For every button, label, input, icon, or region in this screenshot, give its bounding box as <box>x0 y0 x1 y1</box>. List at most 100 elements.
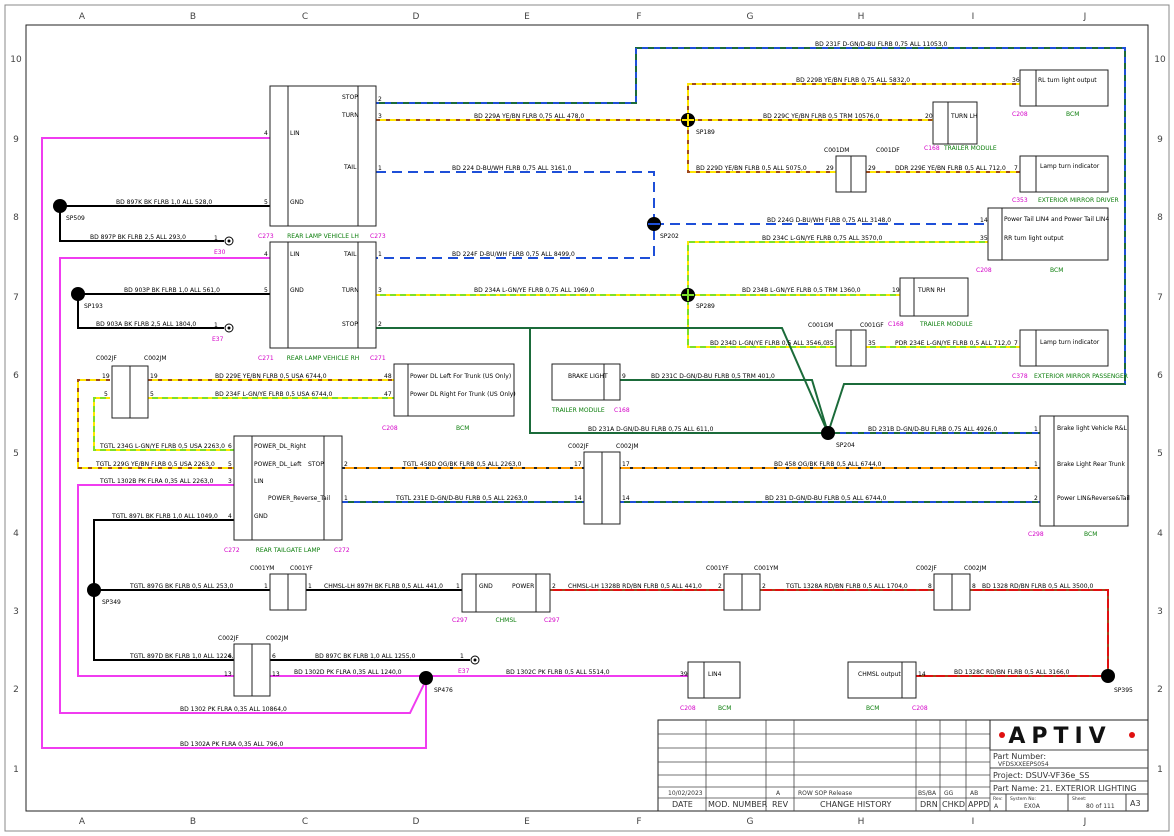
component-name: CHMSL <box>495 617 517 624</box>
connector-id: C001GF <box>860 322 884 329</box>
wire-label: BD 458 OG/BK FLRB 0,5 ALL 6744,0 <box>774 461 882 468</box>
module-pin-label: LIN4 <box>708 671 722 678</box>
svg-text:1: 1 <box>214 322 218 329</box>
connector-id: C168 <box>614 407 630 414</box>
grid-col-label: E <box>524 12 530 22</box>
wire-231f-drop <box>827 383 1125 434</box>
module-name: BCM <box>1084 531 1097 538</box>
exterior-mirror-driver: Lamp turn indicator 7 C353 EXTERIOR MIRR… <box>1012 155 1119 204</box>
wire-229d-stripe <box>687 120 836 173</box>
splice-id: SP289 <box>696 303 715 310</box>
pin-label: TURN <box>341 287 359 294</box>
svg-text:2: 2 <box>344 461 348 468</box>
trailer-turn-rh: TURN RH 19 C168 TRAILER MODULE <box>888 277 973 328</box>
grid-col-label: I <box>972 817 975 827</box>
module-pin-label: Brake light Vehicle R&L <box>1057 425 1128 432</box>
connector-id: C298 <box>1028 531 1044 538</box>
ground-id: E37 <box>212 336 224 343</box>
svg-text:4: 4 <box>228 513 232 520</box>
connector-id: C271 <box>370 355 386 362</box>
rev-drn: BS/BA <box>918 790 937 797</box>
wire-label: BD 903P BK FLRB 1,0 ALL 561,0 <box>124 287 220 294</box>
connector-id: C168 <box>924 145 940 152</box>
svg-text:2: 2 <box>762 583 766 590</box>
connector-id: C002JF <box>568 443 589 450</box>
grid-row-label: 8 <box>1157 213 1163 223</box>
pin-label: STOP <box>308 461 324 468</box>
svg-text:13: 13 <box>224 671 232 678</box>
grid-col-label: J <box>1083 12 1087 22</box>
grid-columns-bottom: A B C D E F G H I J <box>79 817 1086 827</box>
wire-label: BD 1328 RD/BN FLRB 0,5 ALL 3500,0 <box>982 583 1093 590</box>
pin-label: TURN <box>341 112 359 119</box>
pin-label: POWER <box>512 583 534 590</box>
grid-col-label: D <box>413 817 420 827</box>
bcm-power-tail: Power Tail LIN4 and Power Tail LIN4 RR t… <box>976 207 1109 274</box>
svg-text:8: 8 <box>972 583 976 590</box>
module-name: BCM <box>1066 111 1079 118</box>
grid-row-label: 2 <box>1157 685 1163 695</box>
wire-label: BD 229E YE/BN FLRB 0,5 USA 6744,0 <box>215 373 327 380</box>
grid-row-label: 4 <box>13 529 19 539</box>
rev-value: A <box>776 790 781 797</box>
connector-id: C002JF <box>96 355 117 362</box>
svg-text:36: 36 <box>1012 77 1020 84</box>
wire-label: BD 1302A PK FLRA 0,35 ALL 796,0 <box>180 741 283 748</box>
header-drn: DRN <box>920 800 938 809</box>
splice-id: SP395 <box>1114 687 1133 694</box>
grid-row-label: 3 <box>13 607 19 617</box>
module-name: TRAILER MODULE <box>551 407 605 414</box>
svg-text:20: 20 <box>925 113 933 120</box>
grid-col-label: G <box>747 12 754 22</box>
wire-label: TGTL 458D OG/BK FLRB 0,5 ALL 2263,0 <box>402 461 522 468</box>
svg-text:6: 6 <box>272 653 276 660</box>
grid-row-label: 10 <box>1154 55 1166 65</box>
grid-row-label: 6 <box>13 371 19 381</box>
svg-text:14: 14 <box>918 671 926 678</box>
connector-id: C002JM <box>616 443 639 450</box>
module-name: BCM <box>456 425 469 432</box>
wires <box>41 47 1126 749</box>
grid-row-label: 9 <box>13 135 19 145</box>
module-name: TRAILER MODULE <box>943 145 997 152</box>
pin-label: STOP <box>342 94 358 101</box>
connector-id: C001DF <box>876 147 900 154</box>
splice-dot <box>53 199 67 213</box>
svg-text:1: 1 <box>460 653 464 660</box>
wire-label: BD 234F L-GN/YE FLRB 0,5 USA 6744,0 <box>215 391 333 398</box>
connector-id: C001YM <box>754 565 778 572</box>
wire-234c-stripe <box>687 241 988 295</box>
connector-id: C378 <box>1012 373 1028 380</box>
svg-text:47: 47 <box>384 391 392 398</box>
grid-col-label: E <box>524 817 530 827</box>
connector-id: C208 <box>1012 111 1028 118</box>
svg-text:35: 35 <box>826 340 834 347</box>
wire-1302a <box>41 137 427 749</box>
wire-label: PDR 234E L-GN/YE FLRB 0,5 ALL 712,0 <box>895 340 1011 347</box>
grid-col-label: F <box>636 12 641 22</box>
component-name: REAR LAMP VEHICLE RH <box>287 355 360 362</box>
module-pin-label: CHMSL output <box>858 671 901 678</box>
rear-lamp-lh: STOP TURN TAIL LIN GND 231 45 REAR LAMP … <box>258 85 386 240</box>
pin-label: GND <box>479 583 493 590</box>
connector-id: C001YF <box>290 565 313 572</box>
connector-id: C297 <box>452 617 468 624</box>
module-pin-label: Power Tail LIN4 and Power Tail LIN4 <box>1004 216 1109 223</box>
pin-label: LIN <box>254 478 264 485</box>
wire-234g-stripe <box>93 397 234 451</box>
splice-id: SP202 <box>660 233 679 240</box>
part-number-label: Part Number: <box>993 752 1046 761</box>
rev-letter: A <box>994 803 999 810</box>
svg-text:5: 5 <box>104 391 108 398</box>
svg-text:3: 3 <box>378 113 382 120</box>
splice-id: SP193 <box>84 303 103 310</box>
ground-id: E30 <box>214 249 226 256</box>
part-name: Part Name: 21. EXTERIOR LIGHTING <box>993 784 1137 793</box>
part-number: VFDSXXEEPS054 <box>998 761 1049 768</box>
wire-label: BD 224 D-BU/WH FLRB 0,75 ALL 3161,0 <box>452 165 572 172</box>
connector-id: C272 <box>334 547 350 554</box>
bcm-chmsl-output: CHMSL output 14 C208 BCM <box>847 661 928 712</box>
exterior-mirror-passenger: Lamp turn indicator 7 C378 EXTERIOR MIRR… <box>1012 329 1128 380</box>
wire-229g-stripe <box>77 379 234 469</box>
header-chkd: CHKD <box>942 800 965 809</box>
